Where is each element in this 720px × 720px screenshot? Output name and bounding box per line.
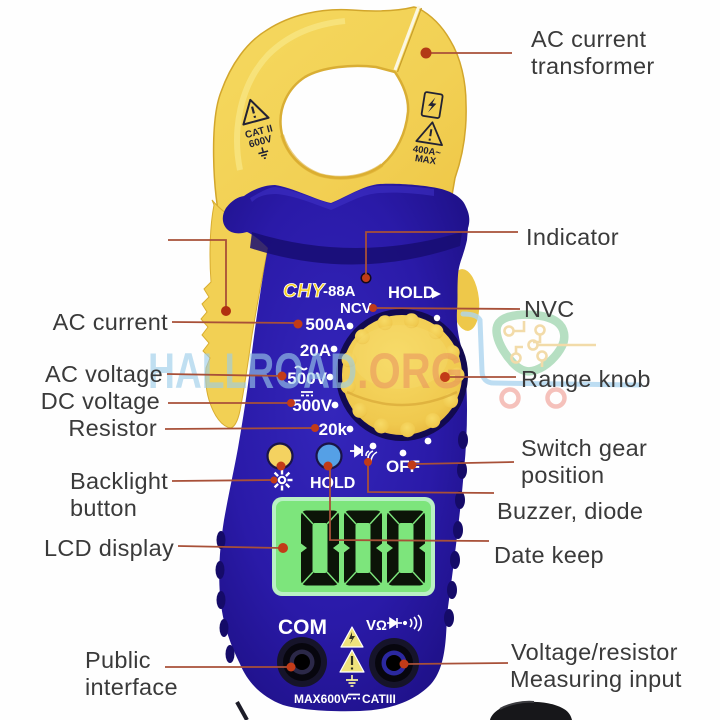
svg-text:AC current: AC current — [531, 26, 646, 52]
svg-text:Indicator: Indicator — [526, 224, 619, 250]
svg-text:button: button — [70, 495, 137, 521]
svg-text:NCV: NCV — [340, 300, 372, 317]
svg-text:MAX600V: MAX600V — [294, 692, 349, 706]
svg-text:COM: COM — [278, 616, 327, 639]
svg-text:position: position — [521, 462, 604, 488]
svg-text:500V: 500V — [287, 369, 327, 388]
svg-text:transformer: transformer — [531, 53, 654, 79]
svg-text:CHY: CHY — [283, 281, 326, 302]
svg-text:Resistor: Resistor — [68, 415, 157, 441]
svg-text:DC voltage: DC voltage — [41, 388, 160, 414]
svg-text:AC voltage: AC voltage — [45, 361, 163, 387]
svg-text:Voltage/resistor: Voltage/resistor — [511, 639, 678, 665]
svg-text:20A: 20A — [300, 341, 331, 360]
svg-text:NVC: NVC — [524, 296, 575, 322]
svg-text:400A~: 400A~ — [412, 144, 442, 159]
svg-text:HALLROAD: HALLROAD — [148, 343, 357, 399]
svg-text:V: V — [366, 617, 376, 634]
svg-text:-88A: -88A — [323, 283, 356, 300]
svg-text:HOLD: HOLD — [310, 475, 355, 492]
svg-text:500V: 500V — [292, 396, 332, 415]
svg-text:interface: interface — [85, 674, 178, 700]
svg-text:LCD display: LCD display — [44, 535, 174, 561]
svg-text:AC current: AC current — [53, 309, 168, 335]
svg-text:MAX: MAX — [414, 153, 437, 167]
svg-text:Measuring input: Measuring input — [510, 666, 682, 692]
svg-text:Backlight: Backlight — [70, 468, 168, 494]
svg-text:Range knob: Range knob — [521, 366, 651, 392]
svg-text:Switch gear: Switch gear — [521, 435, 647, 461]
svg-text:Buzzer, diode: Buzzer, diode — [497, 498, 643, 524]
svg-text:.ORG: .ORG — [357, 343, 463, 399]
svg-text:CATIII: CATIII — [362, 692, 396, 706]
svg-text:Public: Public — [85, 647, 151, 673]
svg-text:Date keep: Date keep — [494, 542, 604, 568]
svg-text:500A: 500A — [305, 315, 346, 334]
svg-text:HOLD: HOLD — [388, 284, 435, 302]
svg-text:Ω: Ω — [376, 618, 387, 633]
svg-text:20k: 20k — [319, 420, 348, 439]
